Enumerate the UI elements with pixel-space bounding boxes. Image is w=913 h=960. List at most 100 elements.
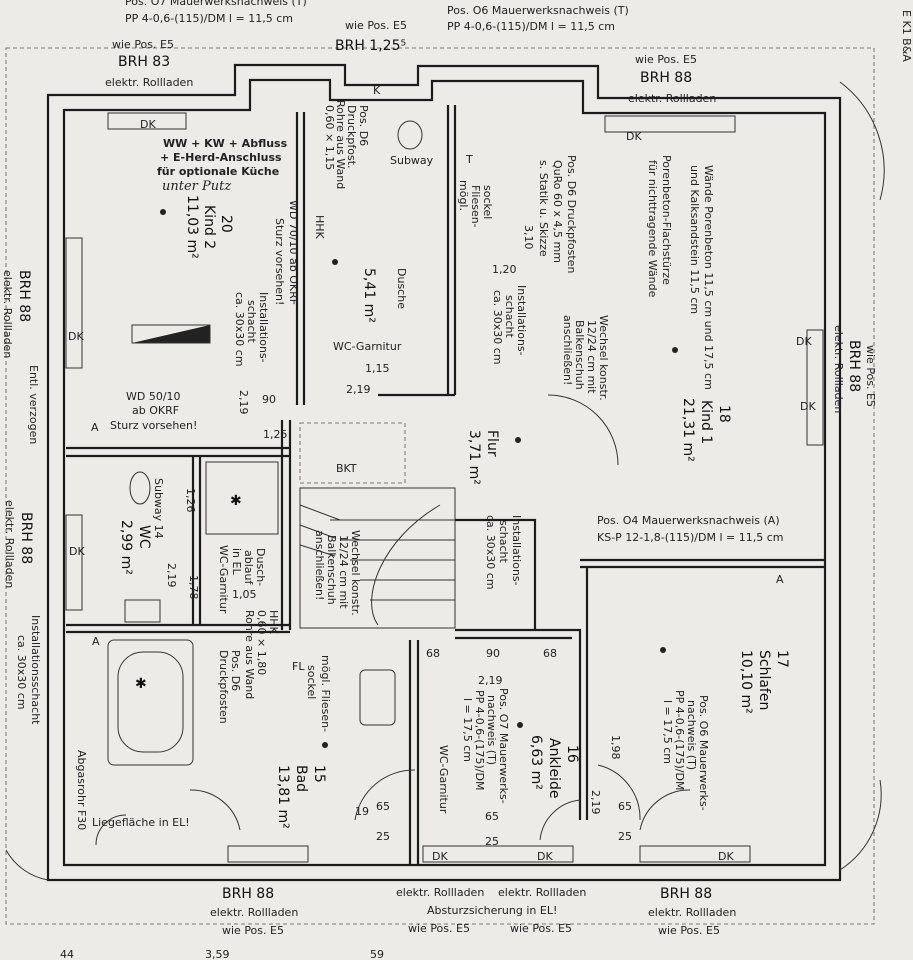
top-brh125: BRH 1,25⁵	[335, 38, 406, 54]
dk-bottom-3: DK	[718, 850, 734, 863]
wande-a: Wände Porenbeton 11,5 cm und 17,5 cm	[702, 165, 715, 390]
kind1-name: Kind 1	[698, 400, 714, 444]
schlafen-num: 17	[774, 650, 790, 668]
mogl-a: mögl.	[457, 180, 470, 211]
o7-a: Pos. O7 Mauerwerks-	[497, 688, 510, 804]
top-e5-a: wie Pos. E5	[112, 38, 174, 51]
dk-bottom-1: DK	[432, 850, 448, 863]
bad-name: Bad	[293, 765, 309, 792]
dim-1-05: 1,05	[232, 588, 257, 601]
bathtub	[107, 639, 194, 766]
ischacht-b: schacht	[503, 295, 516, 339]
bottom-brh-left: BRH 88	[222, 886, 274, 902]
top-right-pos-o6-spec: PP 4-0,6-(115)/DM l = 11,5 cm	[447, 20, 615, 33]
right-brh: BRH 88	[846, 340, 862, 392]
marker-k: K	[373, 84, 381, 97]
marker-fl: FL	[292, 660, 305, 673]
wd-50-a: WD 50/10	[126, 390, 181, 403]
ww-note-1: WW + KW + Abfluss	[163, 137, 288, 150]
mogl-c: sockel	[481, 185, 494, 219]
left-rollladen-2: elektr. Rollladen	[3, 500, 16, 588]
marker-dk-left: DK	[69, 545, 85, 558]
dim-1-98: 1,98	[609, 735, 622, 760]
top-rollladen-2: elektr. Rollladen	[628, 92, 716, 105]
left-installationsschacht: Installationsschacht	[29, 615, 42, 725]
sink	[124, 599, 161, 623]
dim-25-c: 25	[618, 830, 632, 843]
wd-50-c: Sturz vorsehen!	[110, 419, 197, 432]
bad-num: 15	[311, 765, 327, 783]
fixtures: ✱ ✱	[107, 120, 423, 766]
top-e5-b: wie Pos. E5	[345, 19, 407, 32]
dim-2-19-wc: 2,19	[165, 563, 178, 588]
toilet-dusche	[397, 120, 423, 150]
flur-name: Flur	[484, 430, 500, 457]
bottom-rollladen-mid2: elektr. Rollladen	[498, 886, 586, 899]
hhk2-a: HHK	[267, 610, 280, 635]
dim-65-c: 65	[618, 800, 632, 813]
dusche-label: Dusche	[395, 268, 408, 309]
bottom-rollladen-mid1: elektr. Rollladen	[396, 886, 484, 899]
bottom-dim-1: 44	[60, 948, 74, 960]
wc-subway: Subway 14	[152, 478, 165, 539]
wechsel-c: Balkenschuh	[573, 320, 586, 390]
o7-b: nachweis (T)	[485, 695, 498, 765]
top-brh88: BRH 88	[640, 70, 692, 86]
dusche-area: 5,41 m²	[361, 268, 377, 323]
dk-right: DK	[800, 400, 816, 413]
dusch-a: Dusch-	[254, 548, 267, 586]
wechsel-d: anschließen!	[561, 315, 574, 385]
bottom-brh-right: BRH 88	[660, 886, 712, 902]
schlafen-name: Schlafen	[756, 650, 772, 710]
flur-inst-c: ca. 30x30 cm	[484, 515, 497, 590]
pos-d6-a: Pos. D6	[357, 105, 370, 146]
wc-garnitur-ankleide: WC-Garnitur	[437, 745, 450, 814]
schlafen-area: 10,10 m²	[738, 650, 754, 714]
ankleide-name: Ankleide	[546, 738, 562, 798]
wd-70-note: WD 70/10 ab OKRF	[287, 200, 300, 305]
dim-2-19-schlafen: 2,19	[589, 790, 602, 815]
top-brh83: BRH 83	[118, 54, 170, 70]
ankleide-area: 6,63 m²	[528, 735, 544, 790]
o7-d: l = 17,5 cm	[461, 698, 474, 762]
kind2-num: 20	[218, 215, 234, 233]
flur-area: 3,71 m²	[466, 430, 482, 485]
dim-1-25-flur: 1,25	[263, 428, 288, 441]
bottom-dim-3: 59	[370, 948, 384, 960]
dim-90-b: 90	[486, 647, 500, 660]
interior-walls	[66, 105, 825, 865]
o7-c: PP 4-0,6-(175)/DM	[473, 690, 486, 790]
left-brh-1: BRH 88	[16, 270, 32, 322]
kind2-inst-b: schacht	[245, 300, 258, 344]
shading-wedge	[132, 325, 210, 343]
wc-name: WC	[136, 525, 152, 549]
bathtub-marker-icon: ✱	[135, 676, 147, 692]
wc-garnitur-dusche: WC-Garnitur	[333, 340, 402, 353]
rohre-a: Rohre aus Wand	[334, 100, 347, 189]
wande-b: und Kalksandstein 11,5 cm	[688, 165, 701, 314]
druckpfosten-b: QuRo 60 x 4,5 mm	[551, 160, 564, 263]
o6-a: Pos. O6 Mauerwerks-	[697, 695, 710, 811]
d6b-a: Pos. D6	[229, 650, 242, 691]
shower-marker-icon: ✱	[230, 493, 242, 509]
d6b-b: Druckpfosten	[217, 650, 230, 724]
wd-70-sturz: Sturz vorsehen!	[273, 218, 286, 305]
top-e5-c: wie Pos. E5	[635, 53, 697, 66]
left-entl: Entl. verzogen	[27, 365, 40, 444]
dusch-c: in EL	[230, 548, 243, 575]
wd-50-b: ab OKRF	[132, 404, 179, 417]
toilet-wc	[129, 471, 151, 505]
left-rollladen-1: elektr. Rollladen	[1, 270, 14, 358]
dk-right-top: DK	[796, 335, 812, 348]
flur-inst-a: Installations-	[510, 515, 523, 586]
ischacht-a: Installations-	[515, 285, 528, 356]
bottom-absturz: Absturzsicherung in EL!	[427, 904, 557, 917]
dim-1-20: 1,20	[492, 263, 517, 276]
kind2-name: Kind 2	[201, 205, 217, 249]
dk-left-kind2: DK	[68, 330, 84, 343]
marker-a-kind2: A	[91, 421, 99, 434]
bkt-label: BKT	[336, 462, 357, 475]
bottom-rollladen-right: elektr. Rollladen	[648, 906, 736, 919]
